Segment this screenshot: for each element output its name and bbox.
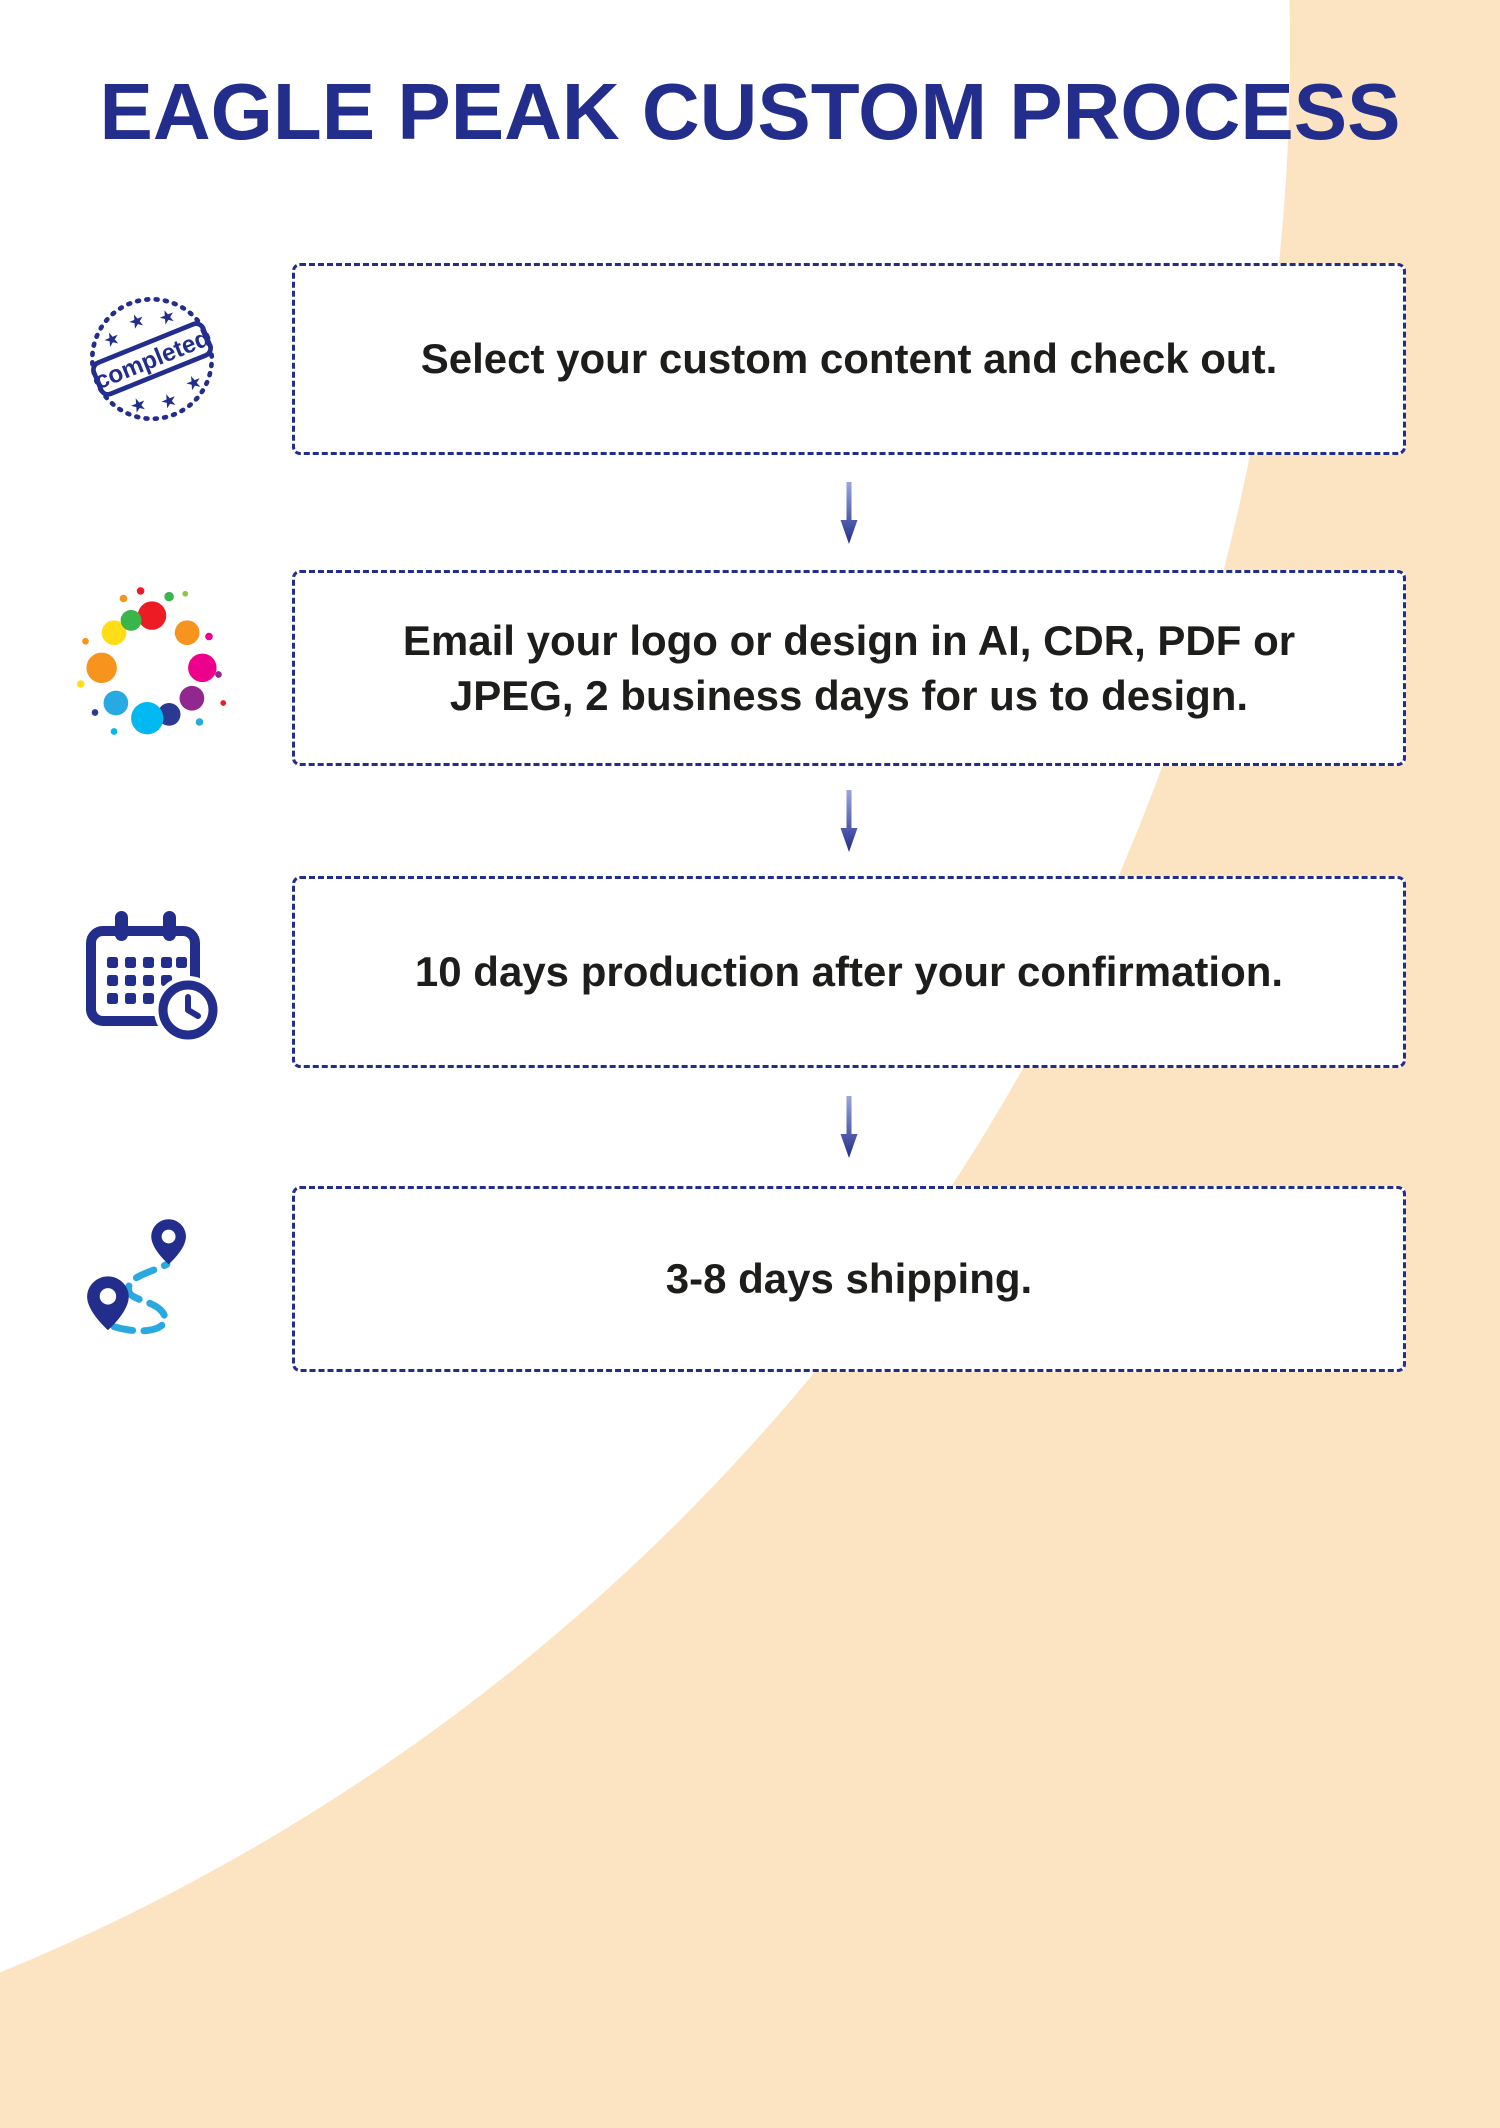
svg-text:★: ★ (127, 392, 150, 418)
completed-stamp-icon: completed ★★★ ★★★ (82, 289, 222, 429)
down-arrow-icon (840, 790, 858, 852)
step-box-4: 3-8 days shipping. (292, 1186, 1406, 1372)
step-2-text: Email your logo or design in AI, CDR, PD… (402, 616, 1296, 719)
step-box-2: Email your logo or design in AI, CDR, PD… (292, 570, 1406, 766)
step-3-text: 10 days production after your confirmati… (414, 948, 1284, 996)
step-1-text: Select your custom content and check out… (420, 335, 1278, 383)
infographic: EAGLE PEAK CUSTOM PROCESS completed ★★★ … (57, 67, 1406, 1372)
page-title: EAGLE PEAK CUSTOM PROCESS (99, 67, 1401, 156)
step-4-text: 3-8 days shipping. (665, 1255, 1033, 1303)
route-pins-icon (75, 1214, 205, 1344)
step-box-3: 10 days production after your confirmati… (292, 876, 1406, 1068)
down-arrow-icon (840, 482, 858, 544)
step-box-1: Select your custom content and check out… (292, 263, 1406, 455)
svg-text:★: ★ (157, 388, 180, 414)
svg-text:★: ★ (155, 304, 178, 330)
svg-text:★: ★ (182, 370, 205, 396)
svg-text:★: ★ (125, 308, 148, 334)
svg-text:★: ★ (100, 326, 123, 352)
down-arrow-icon (840, 1096, 858, 1158)
paint-splash-icon (57, 570, 247, 760)
calendar-clock-icon (75, 897, 225, 1047)
